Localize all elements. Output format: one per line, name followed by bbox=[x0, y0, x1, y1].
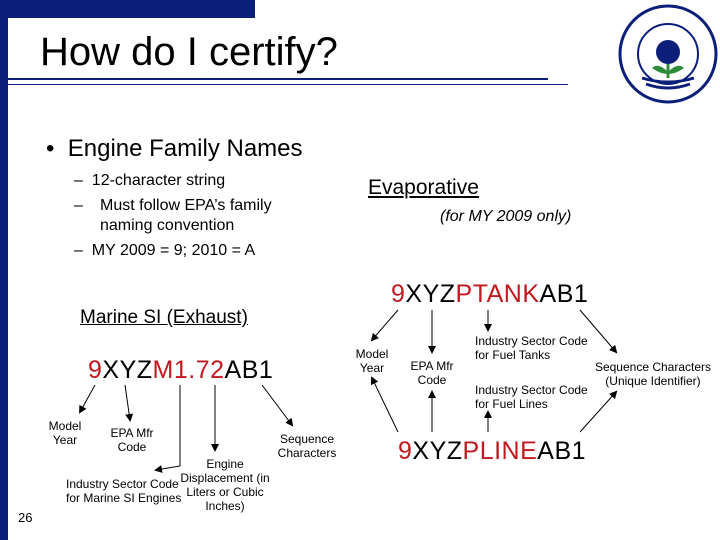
sub-bullet-2: – Must follow EPA’s family naming conven… bbox=[74, 197, 272, 234]
title-rule bbox=[8, 78, 548, 80]
arrow-marine-sequence bbox=[261, 384, 294, 427]
evaporative-note: (for MY 2009 only) bbox=[440, 208, 572, 225]
arrow-marine-year bbox=[79, 384, 96, 414]
arrow-evap-year bbox=[370, 309, 399, 342]
page-number: 26 bbox=[18, 510, 33, 525]
marine-code: 9XYZM1.72AB1 bbox=[88, 356, 274, 384]
evap-model-year-label: Model Year bbox=[355, 347, 389, 375]
evaporative-heading: Evaporative bbox=[368, 176, 479, 199]
epa-seal-icon bbox=[618, 4, 718, 104]
title-rule-thin bbox=[8, 84, 568, 85]
arrow-marine-sector bbox=[154, 465, 181, 473]
evap-sequence-label: Sequence Characters (Unique Identifier) bbox=[594, 360, 712, 388]
marine-model-year-label: Model Year bbox=[48, 419, 82, 447]
bullet-engine-family: • Engine Family Names bbox=[46, 135, 303, 162]
left-bar bbox=[0, 0, 8, 540]
marine-sector-label: Industry Sector Code for Marine SI Engin… bbox=[66, 477, 182, 505]
sector-lines-label: Industry Sector Code for Fuel Lines bbox=[475, 383, 588, 411]
arrow-evap-year-lower bbox=[370, 376, 399, 433]
arrow-marine-mfr bbox=[124, 384, 134, 422]
marine-heading: Marine SI (Exhaust) bbox=[80, 307, 248, 328]
header-bar bbox=[0, 0, 255, 18]
sub-bullet-3: – MY 2009 = 9; 2010 = A bbox=[74, 242, 256, 259]
fuel-tank-code: 9XYZPTANKAB1 bbox=[391, 280, 589, 308]
sub-bullet-1: – 12-character string bbox=[74, 172, 226, 189]
sector-tanks-label: Industry Sector Code for Fuel Tanks bbox=[475, 334, 588, 362]
arrow-evap-sequence bbox=[579, 309, 618, 354]
slide-title: How do I certify? bbox=[40, 30, 338, 74]
evap-mfr-code-label: EPA Mfr Code bbox=[410, 359, 454, 387]
marine-sequence-label: Sequence Characters bbox=[277, 432, 337, 460]
marine-mfr-code-label: EPA Mfr Code bbox=[110, 426, 154, 454]
fuel-line-code: 9XYZPLINEAB1 bbox=[398, 437, 587, 465]
title-box bbox=[8, 18, 363, 68]
displacement-label: Engine Displacement (in Liters or Cubic … bbox=[180, 457, 270, 513]
arrow-evap-sequence-lower bbox=[579, 390, 618, 433]
